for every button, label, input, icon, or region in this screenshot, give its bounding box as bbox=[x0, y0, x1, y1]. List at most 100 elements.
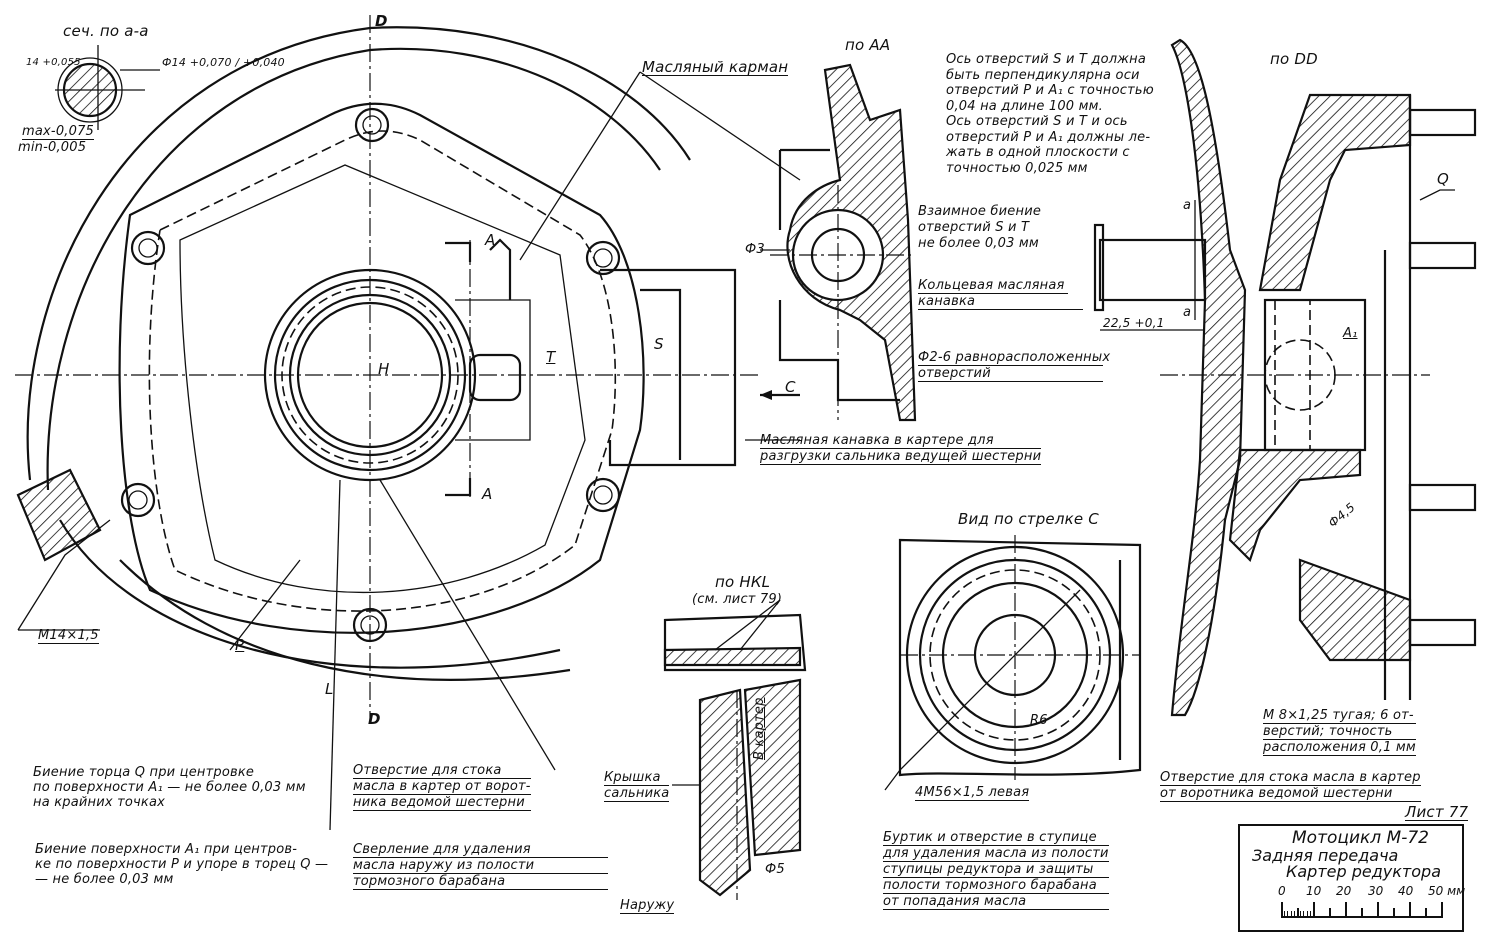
marker-A-top: А bbox=[485, 231, 496, 249]
collar-hole-note: Буртик и отверстие в ступице для удалени… bbox=[883, 830, 1109, 910]
dim-22-5-label: 22,5 +0,1 bbox=[1103, 316, 1165, 330]
scale-minor-tick bbox=[1290, 911, 1292, 917]
note-line: Ось отверстий S и Т должна bbox=[946, 52, 1147, 67]
dim-phi5-label: Ф5 bbox=[765, 862, 785, 877]
oil-groove-casing-note: Масляная канавка в картере для разгрузки… bbox=[760, 433, 1042, 465]
assembly-name: Задняя передача bbox=[1252, 846, 1399, 865]
view-C-figure bbox=[884, 535, 1142, 791]
product-name: Мотоцикл М-72 bbox=[1292, 828, 1429, 848]
main-view-figure bbox=[15, 15, 801, 831]
oil-pocket-note: Масляный карман bbox=[642, 58, 789, 76]
scale-tick bbox=[1393, 908, 1395, 918]
tol-max-label: max-0,075 bbox=[22, 124, 95, 140]
scale-tick bbox=[1441, 902, 1443, 918]
marker-S: S bbox=[654, 335, 664, 353]
tol-min-label: min-0,005 bbox=[18, 140, 87, 155]
marker-H: Н bbox=[378, 360, 390, 378]
view-C-title: Вид по стрелке С bbox=[958, 510, 1099, 528]
scale-tick bbox=[1425, 908, 1427, 918]
scale-tick bbox=[1377, 902, 1379, 918]
note-line: ке по поверхности Р и упоре в торец Q — bbox=[35, 857, 329, 872]
scale-minor-tick bbox=[1300, 911, 1302, 917]
note-line: отверстий Р и А₁ должны ле- bbox=[946, 129, 1151, 145]
part-name: Картер редуктора bbox=[1286, 862, 1441, 881]
scale-tick-label: 10 bbox=[1306, 884, 1322, 898]
scale-tick bbox=[1329, 908, 1331, 918]
scale-tick-label: 40 bbox=[1398, 884, 1414, 898]
note-line: быть перпендикулярна оси bbox=[946, 67, 1140, 83]
scale-minor-tick bbox=[1284, 911, 1286, 917]
section-HKL-title: по НКL bbox=[715, 573, 771, 591]
runout-face-q-note: Биение торца Q при центровке по поверхно… bbox=[33, 765, 306, 810]
section-DD-title: по DD bbox=[1270, 50, 1318, 68]
section-AA-title: по АА bbox=[845, 36, 891, 54]
scale-tick bbox=[1297, 908, 1299, 918]
scale-minor-tick bbox=[1297, 911, 1298, 917]
scale-bar: 0 10 20 30 40 50 мм bbox=[1278, 884, 1465, 924]
scale-minor-tick bbox=[1287, 911, 1289, 917]
marker-T: Т bbox=[546, 348, 556, 366]
scale-tick bbox=[1313, 902, 1315, 918]
section-DD-figure bbox=[1093, 38, 1477, 717]
note-line: Биение поверхности А₁ при центров- bbox=[35, 842, 298, 857]
thread-4m56-label: 4М56×1,5 левая bbox=[915, 785, 1030, 801]
note-line: 0,04 на длине 100 мм. bbox=[946, 98, 1103, 114]
section-HKL-figure bbox=[663, 599, 807, 900]
sheet-number: Лист 77 bbox=[1405, 803, 1469, 821]
marker-D-top: D bbox=[375, 12, 388, 30]
scale-minor-tick bbox=[1306, 911, 1308, 917]
into-casing-label: В картер bbox=[752, 697, 767, 760]
dim-R6-label: R6 bbox=[1030, 713, 1048, 728]
marker-C: С bbox=[785, 378, 796, 396]
ring-groove-note: Кольцевая масляная канавка bbox=[918, 278, 1083, 310]
scale-tick bbox=[1361, 908, 1363, 918]
note-line: Взаимное биение bbox=[918, 204, 1042, 219]
holes-phi2-note: Ф2-6 равнорасположенных отверстий bbox=[918, 350, 1111, 382]
note-line: отверстий S и Т bbox=[918, 220, 1030, 235]
axis-perpendicular-note: Ось отверстий S и Т должна быть перпенди… bbox=[946, 52, 1154, 176]
marker-P: Р bbox=[235, 636, 245, 654]
section-aa-small-figure bbox=[55, 45, 160, 130]
note-line: не более 0,03 мм bbox=[918, 236, 1039, 251]
note-line: жать в одной плоскости с bbox=[946, 145, 1130, 160]
thread-m14-label: М14×1,5 bbox=[38, 628, 99, 644]
scale-minor-tick bbox=[1309, 911, 1311, 917]
label-a-bottom: а bbox=[1183, 305, 1192, 320]
scale-tick-label: 0 bbox=[1278, 884, 1286, 898]
note-line: на крайних точках bbox=[33, 795, 166, 810]
scale-tick-label: 50 мм bbox=[1428, 884, 1466, 898]
note-line: точностью 0,025 мм bbox=[946, 160, 1088, 176]
scale-tick bbox=[1281, 902, 1283, 918]
marker-L: L bbox=[325, 680, 334, 698]
m8-thread-note: М 8×1,25 тугая; 6 от- верстий; точность … bbox=[1263, 708, 1416, 756]
drilling-drum-note: Сверление для удаления масла наружу из п… bbox=[353, 842, 608, 890]
label-A1: А₁ bbox=[1343, 326, 1358, 341]
marker-D-bottom: D bbox=[368, 710, 381, 728]
drain-hole-right-note: Отверстие для стока масла в картер от во… bbox=[1160, 770, 1421, 802]
runout-surface-a1-note: Биение поверхности А₁ при центров- ке по… bbox=[35, 842, 328, 887]
scale-minor-tick bbox=[1303, 911, 1305, 917]
title-block: Мотоцикл М-72 Задняя передача Картер ред… bbox=[1238, 824, 1465, 932]
note-line: — не более 0,03 мм bbox=[35, 872, 174, 887]
scale-tick bbox=[1409, 902, 1411, 918]
scale-minor-tick bbox=[1293, 911, 1295, 917]
dim-phi3-label: Ф3 bbox=[745, 242, 765, 257]
label-Q: Q bbox=[1437, 170, 1450, 188]
section-aa-title: сеч. по а-а bbox=[63, 22, 149, 40]
note-line: по поверхности А₁ — не более 0,03 мм bbox=[33, 780, 306, 795]
outside-note: Наружу bbox=[620, 898, 675, 914]
note-line: Биение торца Q при центровке bbox=[33, 765, 255, 780]
dim-14-label: 14 +0,055 bbox=[26, 57, 81, 68]
scale-tick-label: 20 bbox=[1336, 884, 1352, 898]
marker-A-bottom: А bbox=[482, 485, 493, 503]
scale-tick bbox=[1345, 902, 1347, 918]
section-AA-figure bbox=[760, 63, 917, 422]
drain-hole-main-note: Отверстие для стока масла в картер от во… bbox=[353, 763, 531, 811]
note-line: Ось отверстий S и Т и ось bbox=[946, 114, 1128, 129]
seal-cover-note: Крышка сальника bbox=[604, 770, 670, 802]
section-HKL-ref: (см. лист 79) bbox=[692, 592, 783, 607]
dim-phi14-label: Ф14 +0,070 / +0,040 bbox=[162, 56, 285, 69]
label-a-top: а bbox=[1183, 198, 1192, 213]
note-line: отверстий Р и А₁ с точностью bbox=[946, 83, 1154, 98]
